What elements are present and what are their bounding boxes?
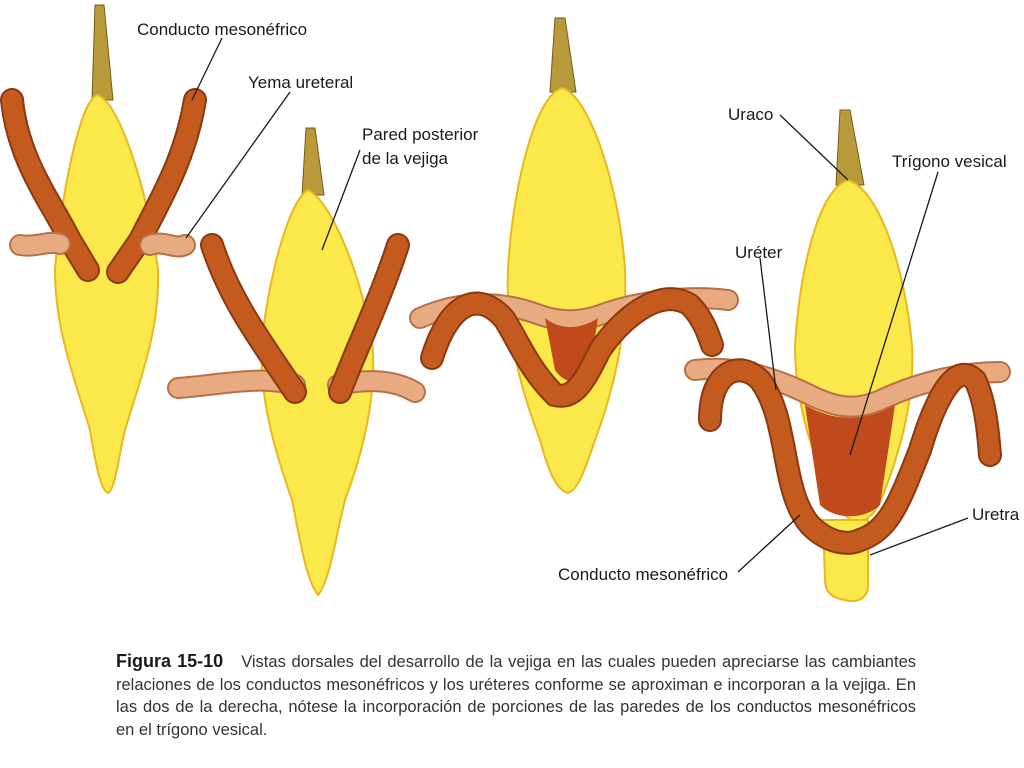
trigone-4 <box>805 405 895 517</box>
ureteric-bud-left-1 <box>11 233 69 255</box>
urachus-stalk-4 <box>835 109 865 186</box>
urachus-stalk-3 <box>549 17 577 93</box>
stage-1-illustration <box>0 4 207 495</box>
leader-lines <box>185 37 969 573</box>
mesonephric-duct-loop-3 <box>422 289 722 406</box>
label-trigono-vesical: Trígono vesical <box>892 152 1007 171</box>
stage-3-illustration <box>409 17 739 495</box>
mesonephric-duct-right-2 <box>330 235 408 402</box>
urachus-stalk-1 <box>91 4 114 101</box>
urachus-stalk-2 <box>301 127 325 196</box>
mesonephric-duct-left-2 <box>202 235 305 402</box>
bladder-development-diagram: Conducto mesonéfrico Yema ureteral Pared… <box>0 4 1020 603</box>
label-conducto-mesonefrico-top: Conducto mesonéfrico <box>137 20 307 39</box>
caption-text: Vistas dorsales del desarrollo de la vej… <box>116 653 916 739</box>
labels: Conducto mesonéfrico Yema ureteral Pared… <box>137 20 1020 584</box>
bladder-stage-3 <box>506 86 627 495</box>
stage-4-illustration <box>684 109 1011 603</box>
stage-2-illustration <box>167 127 426 597</box>
ureteric-bud-right-1 <box>141 234 194 256</box>
figure-number: Figura 15-10 <box>116 651 224 671</box>
label-ureter: Uréter <box>735 243 783 262</box>
label-uraco: Uraco <box>728 105 773 124</box>
label-uretra: Uretra <box>972 505 1020 524</box>
bladder-stage-1 <box>53 93 160 495</box>
label-conducto-mesonefrico-bottom: Conducto mesonéfrico <box>558 565 728 584</box>
label-pared-posterior-line1: Pared posterior <box>362 125 479 144</box>
mesonephric-duct-loop-4 <box>700 360 1000 553</box>
label-yema-ureteral: Yema ureteral <box>248 73 353 92</box>
mesonephric-duct-right-1 <box>108 90 205 282</box>
label-pared-posterior-line2: de la vejiga <box>362 149 449 168</box>
mesonephric-duct-left-1 <box>2 90 98 280</box>
